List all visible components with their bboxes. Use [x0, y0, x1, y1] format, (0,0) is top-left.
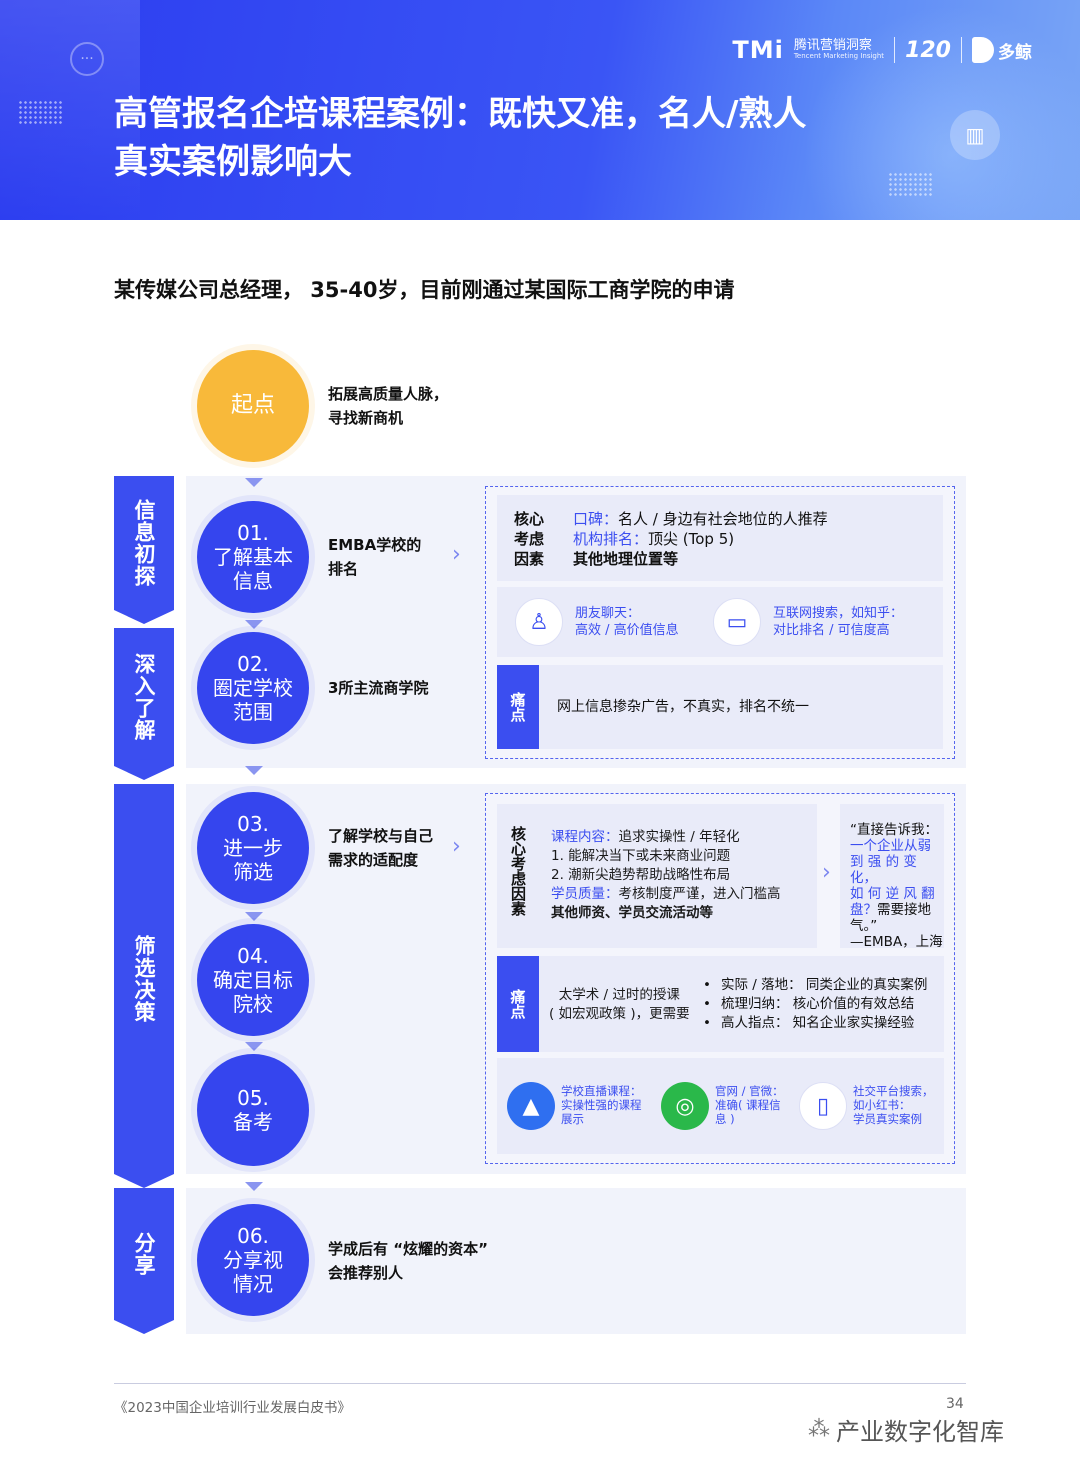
channels-box: ♙ 朋友聊天： 高效 / 高价值信息 ▭ 互联网搜索，如知乎： 对比排名 / 可…: [497, 587, 943, 657]
step-node-01: 01. 了解基本 信息: [197, 501, 309, 613]
case-subtitle: 某传媒公司总经理， 35-40岁，目前刚通过某国际工商学院的申请: [114, 278, 735, 302]
footer-divider: [114, 1383, 966, 1384]
core-factors-list: 口碑：名人 / 身边有社会地位的人推荐 机构排名：顶尖 (Top 5) 其他地理…: [573, 510, 828, 568]
core-factors-box: 核心考虑因素 课程内容：追求实操性 / 年轻化 1. 能解决当下或未来商业问题 …: [497, 804, 817, 948]
core-factors-tag: 核心 考虑 因素: [513, 510, 544, 568]
step-node-02: 02. 圈定学校 范围: [197, 632, 309, 744]
down-arrow-icon: [245, 1042, 263, 1051]
step-node-04: 04. 确定目标 院校: [197, 924, 309, 1036]
person-icon: ♙: [515, 598, 563, 646]
channel-live: 学校直播课程： 实操性强的课程 展示: [561, 1084, 642, 1126]
factor-group-research: 核心 考虑 因素 口碑：名人 / 身边有社会地位的人推荐 机构排名：顶尖 (To…: [485, 486, 955, 759]
core-factors-box: 核心 考虑 因素 口碑：名人 / 身边有社会地位的人推荐 机构排名：顶尖 (To…: [497, 495, 943, 581]
step-description-02: 3所主流商学院: [328, 679, 429, 697]
anniversary-logo: 120: [905, 37, 951, 63]
channel-social: 社交平台搜索， 如小红书： 学员真实案例: [853, 1084, 934, 1126]
stage-bar-deep: 深入了解: [114, 628, 174, 780]
step-description-03: 了解学校与自己 需求的适配度: [328, 827, 434, 869]
pain-point-tag: 痛点: [497, 956, 539, 1052]
channel-friends: 朋友聊天： 高效 / 高价值信息: [575, 606, 679, 638]
pain-point-tag: 痛点: [497, 665, 539, 749]
needs-list: 实际 / 落地： 同类企业的真实案例 梳理归纳： 核心价值的有效总结 高人指点：…: [703, 976, 927, 1033]
stage-bar-initial: 信息初探: [114, 476, 174, 624]
watermark: ⁂ 产业数字化智库: [808, 1417, 1004, 1446]
pain-point-text: 网上信息掺杂广告，不真实，排名不统一: [557, 699, 809, 715]
dot-grid-decoration: [888, 172, 934, 196]
step-description-01: EMBA学校的 排名: [328, 536, 422, 578]
core-factors-tag: 核心考虑因素: [509, 826, 527, 916]
step-node-06: 06. 分享视 情况: [197, 1204, 309, 1316]
stage-bar-share: 分享: [114, 1188, 174, 1334]
factor-group-decision: 核心考虑因素 课程内容：追求实操性 / 年轻化 1. 能解决当下或未来商业问题 …: [485, 793, 955, 1164]
page-title: 高管报名企培课程案例：既快又准，名人/熟人 真实案例影响大: [114, 94, 807, 182]
down-arrow-icon: [245, 766, 263, 775]
footer-source: 《2023中国企业培训行业发展白皮书》: [114, 1400, 351, 1416]
stage-bar-decision: 筛选决策: [114, 784, 174, 1188]
start-description: 拓展高质量人脉， 寻找新商机: [328, 385, 449, 427]
chevron-right-icon: ›: [822, 860, 831, 885]
core-factors-list: 课程内容：追求实操性 / 年轻化 1. 能解决当下或未来商业问题 2. 潮新尖趋…: [551, 829, 781, 921]
channel-search: 互联网搜索，如知乎： 对比排名 / 可信度高: [773, 606, 904, 638]
down-arrow-icon: [245, 478, 263, 487]
book-icon: ▥: [950, 110, 1000, 160]
duojing-logo: 多鲸: [972, 37, 1032, 63]
panel-share: [186, 1188, 966, 1334]
step-description-06: 学成后有 “炫耀的资本” 会推荐别人: [328, 1240, 488, 1282]
pain-point-box: 痛点 网上信息掺杂广告，不真实，排名不统一: [497, 665, 943, 749]
header-banner: ··· ▥ TMi 腾讯营销洞察 Tencent Marketing Insig…: [0, 0, 1080, 220]
channels-box: ▲ 学校直播课程： 实操性强的课程 展示 ◎ 官网 / 官微： 准确( 课程信 …: [497, 1058, 944, 1154]
step-node-03: 03. 进一步 筛选: [197, 792, 309, 904]
live-icon: ▲: [507, 1082, 555, 1130]
chevron-right-icon: ›: [452, 542, 461, 567]
pain-point-text: 太学术 / 过时的授课 ( 如宏观政策 )，更需要: [549, 987, 690, 1022]
down-arrow-icon: [245, 912, 263, 921]
duojing-mark-icon: [972, 37, 994, 63]
pain-point-box: 痛点 太学术 / 过时的授课 ( 如宏观政策 )，更需要 实际 / 落地： 同类…: [497, 956, 944, 1052]
phone-icon: ▯: [799, 1082, 847, 1130]
user-quote: “直接告诉我： 一个企业从弱 到 强 的 变 化， 如 何 逆 风 翻 盘？需要…: [850, 822, 943, 950]
step-node-05: 05. 备考: [197, 1054, 309, 1166]
down-arrow-icon: [245, 620, 263, 629]
quote-box: “直接告诉我： 一个企业从弱 到 强 的 变 化， 如 何 逆 风 翻 盘？需要…: [840, 804, 944, 950]
tmi-logo-text: 腾讯营销洞察 Tencent Marketing Insight: [793, 38, 885, 61]
down-arrow-icon: [245, 1182, 263, 1191]
tmi-logo: TMi: [732, 36, 784, 64]
logo-divider: [894, 37, 896, 63]
chat-bubble-icon: ···: [70, 42, 104, 76]
monitor-icon: ▭: [713, 598, 761, 646]
page-number: 34: [946, 1396, 964, 1412]
partner-logos: TMi 腾讯营销洞察 Tencent Marketing Insight 120…: [732, 36, 1032, 64]
logo-divider: [961, 37, 962, 63]
start-node: 起点: [197, 350, 309, 462]
wechat-icon: ◎: [661, 1082, 709, 1130]
dot-grid-decoration: [18, 100, 64, 124]
channel-official: 官网 / 官微： 准确( 课程信 息 ): [715, 1084, 784, 1126]
wechat-icon: ⁂: [808, 1417, 830, 1442]
chevron-right-icon: ›: [452, 834, 461, 859]
